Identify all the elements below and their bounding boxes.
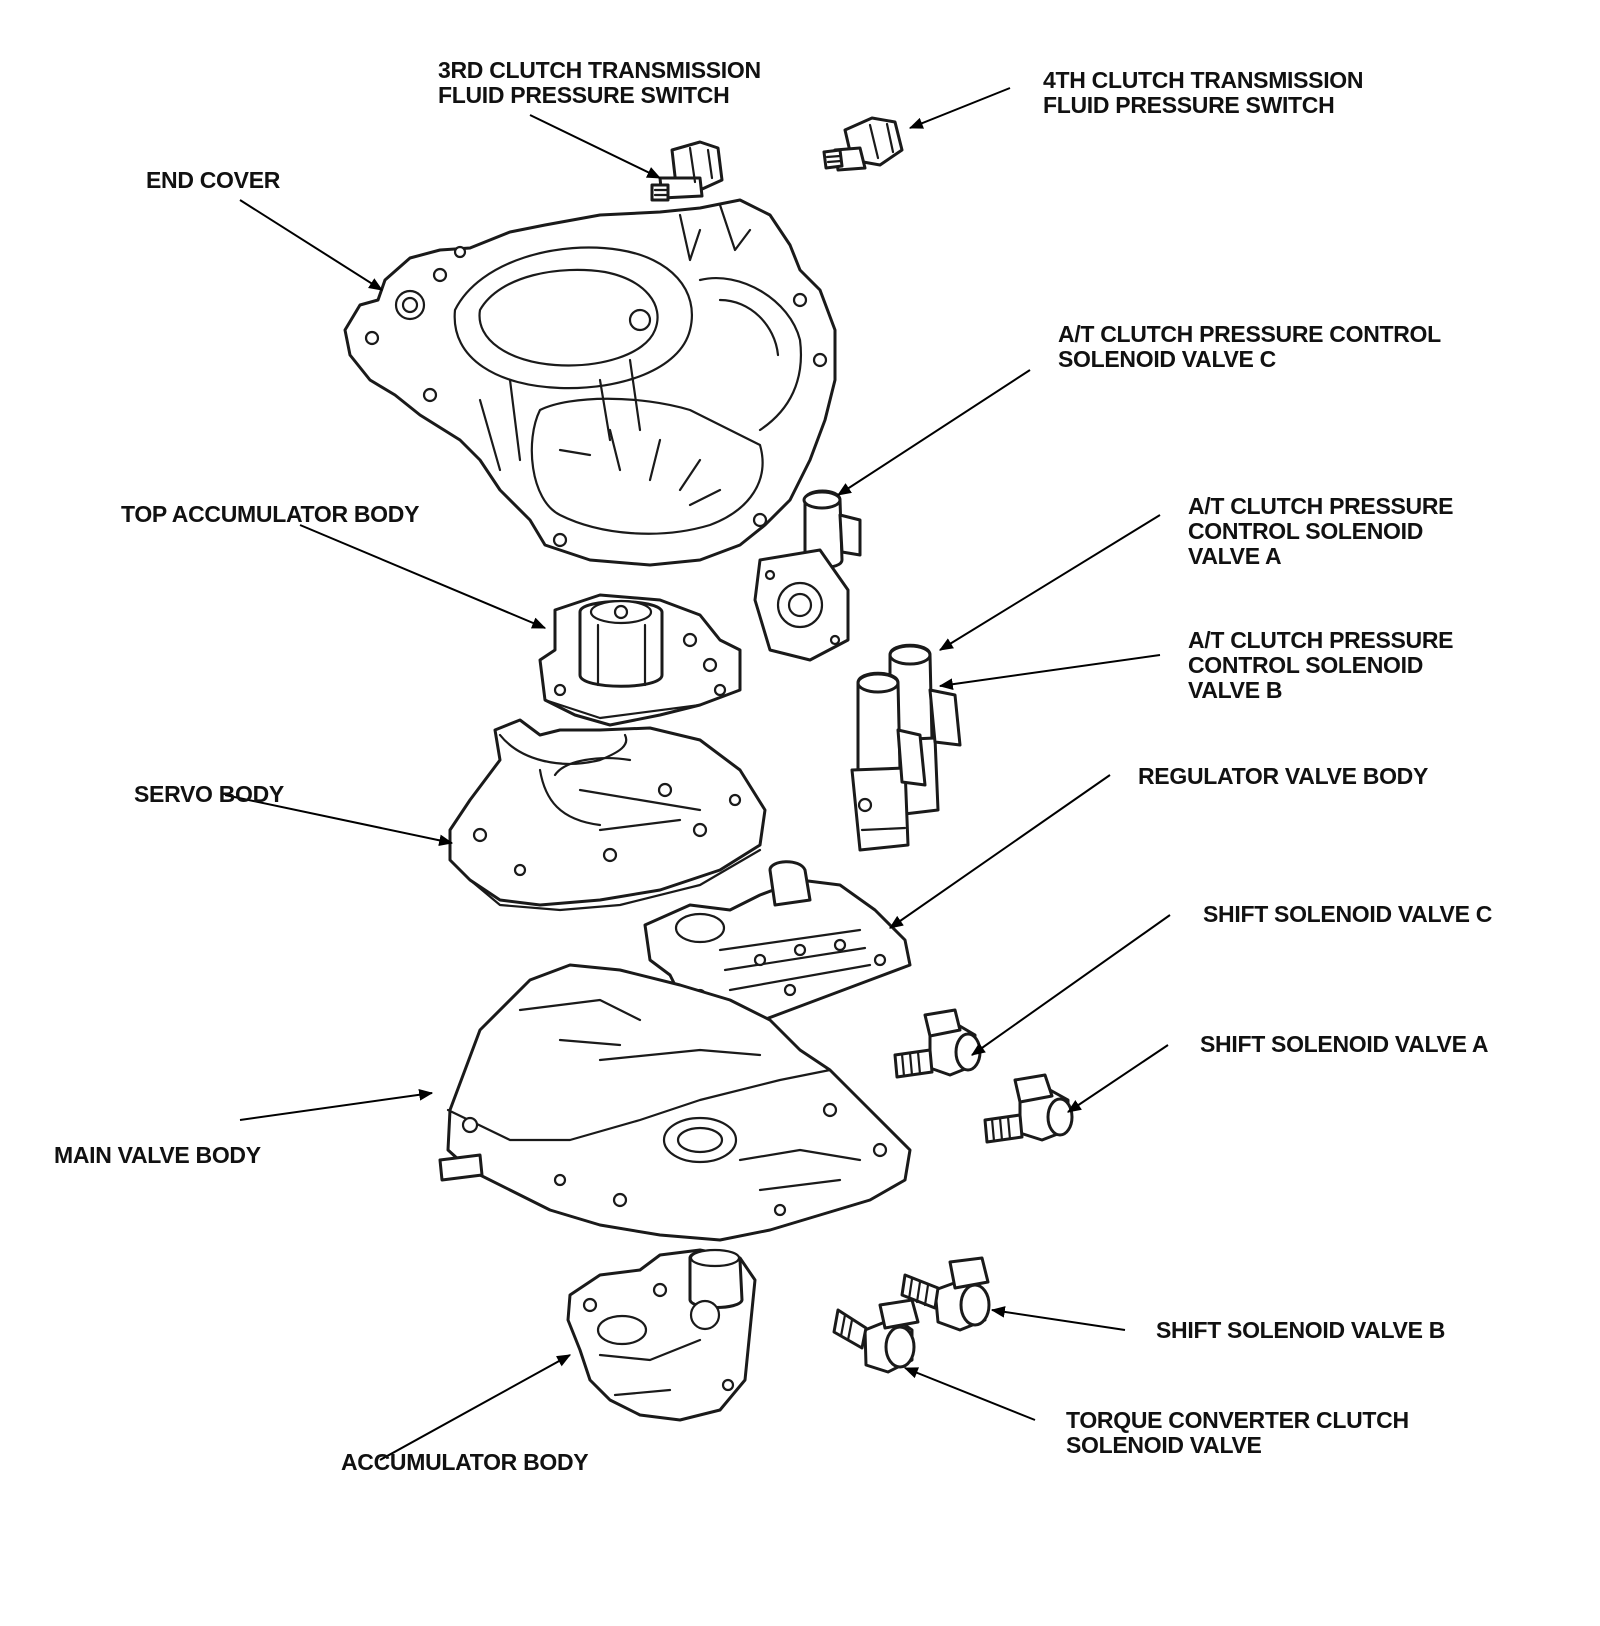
label-line: SHIFT SOLENOID VALVE A bbox=[1200, 1031, 1489, 1057]
label-line: A/T CLUTCH PRESSURE bbox=[1188, 627, 1454, 653]
label-solenoid-valve-a: A/T CLUTCH PRESSURE CONTROL SOLENOID VAL… bbox=[1188, 493, 1454, 569]
label-top-accumulator-body: TOP ACCUMULATOR BODY bbox=[121, 502, 419, 527]
leader-arrows bbox=[224, 87, 1171, 1461]
4th-clutch-pressure-switch-part bbox=[822, 116, 904, 172]
label-line: SHIFT SOLENOID VALVE B bbox=[1156, 1317, 1446, 1343]
label-3rd-clutch-switch: 3RD CLUTCH TRANSMISSION FLUID PRESSURE S… bbox=[438, 58, 761, 108]
label-line: ACCUMULATOR BODY bbox=[341, 1449, 589, 1475]
leader-solenoid-c bbox=[837, 369, 1031, 496]
solenoid-valve-c-part bbox=[753, 489, 862, 662]
label-line: VALVE B bbox=[1188, 677, 1283, 703]
label-accumulator-body: ACCUMULATOR BODY bbox=[341, 1449, 589, 1475]
label-line: END COVER bbox=[146, 167, 281, 193]
label-line: SOLENOID VALVE C bbox=[1058, 346, 1276, 372]
label-regulator-valve-body: REGULATOR VALVE BODY bbox=[1138, 764, 1428, 789]
leader-servo-body bbox=[224, 794, 454, 847]
leader-tcc bbox=[903, 1367, 1036, 1421]
label-line: MAIN VALVE BODY bbox=[54, 1142, 261, 1168]
label-servo-body: SERVO BODY bbox=[134, 782, 284, 807]
label-line: REGULATOR VALVE BODY bbox=[1138, 763, 1429, 789]
label-line: FLUID PRESSURE SWITCH bbox=[1043, 92, 1335, 118]
leader-accumulator bbox=[379, 1354, 572, 1461]
label-line: 3RD CLUTCH TRANSMISSION bbox=[438, 57, 761, 83]
leader-solenoid-a bbox=[939, 514, 1161, 651]
leader-3rd-switch bbox=[529, 114, 662, 179]
leader-regulator bbox=[889, 774, 1111, 929]
label-shift-solenoid-b: SHIFT SOLENOID VALVE B bbox=[1156, 1318, 1445, 1343]
label-shift-solenoid-a: SHIFT SOLENOID VALVE A bbox=[1200, 1032, 1488, 1057]
label-line: VALVE A bbox=[1188, 543, 1282, 569]
main-valve-body-part bbox=[438, 963, 912, 1242]
label-line: TORQUE CONVERTER CLUTCH bbox=[1066, 1407, 1409, 1433]
label-line: 4TH CLUTCH TRANSMISSION bbox=[1043, 67, 1364, 93]
solenoid-valves-a-b-part bbox=[850, 643, 962, 852]
leader-solenoid-b bbox=[938, 654, 1161, 690]
label-4th-clutch-switch: 4TH CLUTCH TRANSMISSION FLUID PRESSURE S… bbox=[1043, 67, 1364, 118]
label-solenoid-valve-c: A/T CLUTCH PRESSURE CONTROL SOLENOID VAL… bbox=[1058, 322, 1441, 372]
shift-solenoid-valve-b-part bbox=[900, 1256, 991, 1332]
leader-4th-switch bbox=[908, 87, 1011, 129]
leader-end-cover bbox=[239, 199, 383, 291]
leader-shift-c bbox=[971, 914, 1171, 1056]
servo-body-part bbox=[448, 718, 767, 912]
label-main-valve-body: MAIN VALVE BODY bbox=[54, 1143, 261, 1168]
leader-top-accumulator bbox=[299, 524, 547, 629]
label-line: SOLENOID VALVE bbox=[1066, 1432, 1262, 1458]
label-line: A/T CLUTCH PRESSURE CONTROL bbox=[1058, 321, 1441, 347]
label-solenoid-valve-b: A/T CLUTCH PRESSURE CONTROL SOLENOID VAL… bbox=[1188, 627, 1454, 703]
3rd-clutch-pressure-switch-part bbox=[650, 140, 724, 202]
leader-main-valve bbox=[239, 1089, 434, 1121]
shift-solenoid-valve-c-part bbox=[893, 1008, 982, 1079]
label-line: A/T CLUTCH PRESSURE bbox=[1188, 493, 1454, 519]
label-line: TOP ACCUMULATOR BODY bbox=[121, 501, 420, 527]
end-cover-part bbox=[343, 198, 837, 567]
shift-solenoid-valve-a-part bbox=[983, 1073, 1074, 1144]
label-line: SHIFT SOLENOID VALVE C bbox=[1203, 901, 1493, 927]
leader-shift-b bbox=[990, 1306, 1126, 1331]
label-end-cover: END COVER bbox=[146, 168, 280, 193]
tcc-solenoid-valve-part bbox=[832, 1298, 920, 1374]
label-tcc-solenoid: TORQUE CONVERTER CLUTCH SOLENOID VALVE bbox=[1066, 1408, 1409, 1458]
leader-shift-a bbox=[1067, 1044, 1169, 1113]
accumulator-body-part bbox=[566, 1248, 757, 1422]
top-accumulator-body-part bbox=[538, 593, 742, 727]
label-line: SERVO BODY bbox=[134, 781, 284, 807]
label-shift-solenoid-c: SHIFT SOLENOID VALVE C bbox=[1203, 902, 1492, 927]
label-line: FLUID PRESSURE SWITCH bbox=[438, 82, 730, 108]
label-line: CONTROL SOLENOID bbox=[1188, 518, 1424, 544]
label-line: CONTROL SOLENOID bbox=[1188, 652, 1424, 678]
